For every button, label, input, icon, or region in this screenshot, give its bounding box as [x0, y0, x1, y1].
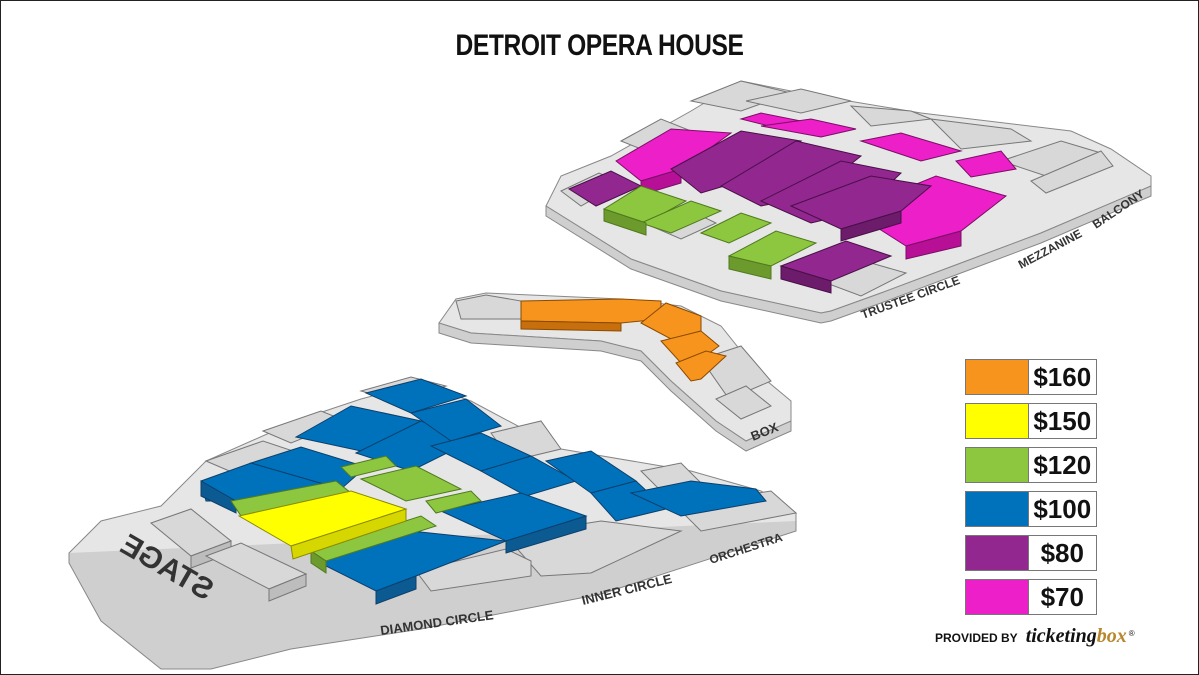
legend-row: $70: [965, 579, 1097, 615]
legend-row: $80: [965, 535, 1097, 571]
price-legend: $160 $150 $120 $100 $80 $70: [965, 359, 1097, 623]
upper-levels: TRUSTEE CIRCLE MEZZANINE BALCONY: [545, 80, 1152, 324]
section-120[interactable]: [699, 212, 773, 244]
section-160[interactable]: [640, 302, 702, 340]
legend-price: $160: [1028, 359, 1097, 395]
section-120[interactable]: [639, 200, 723, 234]
legend-swatch: [965, 579, 1029, 615]
section-160[interactable]: [520, 298, 662, 324]
section-100[interactable]: [364, 378, 468, 414]
section-120[interactable]: [359, 465, 463, 502]
section-100[interactable]: [629, 480, 767, 517]
ticketingbox-logo: ticketingbox®: [1025, 625, 1135, 647]
venue-title: DETROIT OPERA HOUSE: [455, 29, 744, 62]
legend-swatch: [965, 359, 1029, 395]
legend-swatch: [965, 447, 1029, 483]
section-160[interactable]: [675, 350, 728, 382]
legend-price: $150: [1028, 403, 1097, 439]
legend-price: $70: [1028, 579, 1097, 615]
legend-swatch: [965, 491, 1029, 527]
legend-row: $100: [965, 491, 1097, 527]
section-100[interactable]: [409, 398, 503, 442]
provided-by: PROVIDED BY ticketingbox®: [935, 625, 1135, 648]
legend-price: $100: [1028, 491, 1097, 527]
section-120[interactable]: [340, 455, 397, 478]
legend-row: $150: [965, 403, 1097, 439]
legend-price: $120: [1028, 447, 1097, 483]
provided-by-label: PROVIDED BY: [935, 631, 1018, 645]
section-120[interactable]: [425, 490, 482, 514]
section-70[interactable]: [760, 118, 857, 138]
legend-price: $80: [1028, 535, 1097, 571]
legend-row: $120: [965, 447, 1097, 483]
box-tier: BOX: [438, 292, 792, 452]
legend-swatch: [965, 403, 1029, 439]
section-70[interactable]: [849, 175, 1008, 247]
section-70[interactable]: [859, 132, 963, 162]
section-80[interactable]: [789, 175, 933, 230]
legend-row: $160: [965, 359, 1097, 395]
section-70[interactable]: [955, 150, 1017, 178]
legend-swatch: [965, 535, 1029, 571]
main-floor: STAGE DIAMOND CIRCLE INNER CIRCLE ORCHES…: [68, 376, 798, 670]
